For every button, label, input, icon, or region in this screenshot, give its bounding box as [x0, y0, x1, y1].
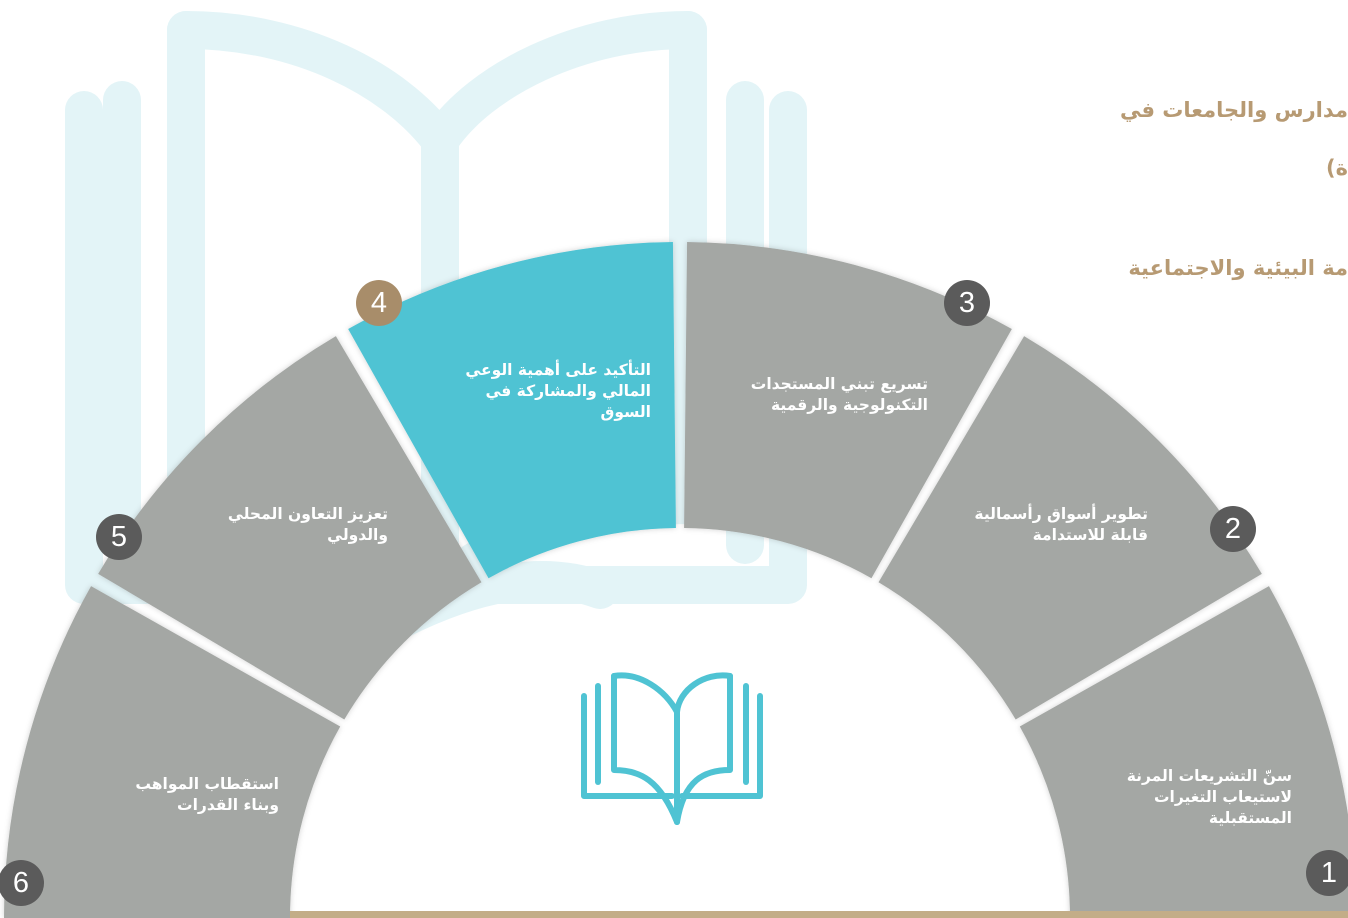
segment-label-1: سنّ التشريعات المرنة لاستيعاب التغيرات ا… [1127, 766, 1292, 829]
ring-segment-2 [878, 336, 1262, 720]
segment-number-badge-4: 4 [356, 280, 402, 326]
segment-label-3: تسريع تبني المستجدات التكنولوجية والرقمي… [751, 374, 928, 416]
segment-5-line-2: والدولي [327, 526, 388, 544]
segment-3-line-2: التكنولوجية والرقمية [770, 396, 928, 414]
segment-4-line-3: السوق [600, 403, 651, 421]
segment-4-line-2: المالي والمشاركة في [485, 382, 651, 400]
segment-number-badge-1: 1 [1306, 850, 1348, 896]
segment-2-line-2: قابلة للاستدامة [1032, 526, 1148, 544]
segment-4-line-1: التأكيد على أهمية الوعي [465, 361, 651, 379]
background-text-line-3: مة البيئية والاجتماعية [1128, 256, 1348, 280]
segment-label-2: تطوير أسواق رأسمالية قابلة للاستدامة [974, 504, 1148, 546]
segment-1-line-2: لاستيعاب التغيرات [1153, 788, 1292, 806]
segment-number-badge-2: 2 [1210, 506, 1256, 552]
segment-5-line-1: تعزيز التعاون المحلي [227, 505, 388, 523]
segment-3-line-1: تسريع تبني المستجدات [750, 375, 928, 393]
segment-number-badge-5: 5 [96, 514, 142, 560]
segment-1-line-1: سنّ التشريعات المرنة [1126, 767, 1292, 785]
ring-segment-1 [1019, 586, 1348, 918]
background-text-line-1: مدارس والجامعات في [1119, 98, 1348, 122]
segment-number-badge-6: 6 [0, 860, 44, 906]
ring-segment-3 [684, 242, 1012, 579]
segment-label-5: تعزيز التعاون المحلي والدولي [228, 504, 388, 546]
segment-2-line-1: تطوير أسواق رأسمالية [974, 505, 1148, 523]
segment-number-badge-3: 3 [944, 280, 990, 326]
segment-label-4: التأكيد على أهمية الوعي المالي والمشاركة… [465, 360, 651, 423]
segment-label-6: استقطاب المواهب وبناء القدرات [135, 774, 279, 816]
bottom-accent-bar [290, 911, 1348, 918]
segment-6-line-2: وبناء القدرات [177, 796, 279, 814]
segment-1-line-3: المستقبلية [1208, 809, 1292, 827]
ring-segment-5 [98, 336, 482, 720]
background-text-line-2: ة) [1326, 156, 1348, 180]
segment-6-line-1: استقطاب المواهب [135, 775, 279, 793]
ring-segment-6 [4, 586, 341, 918]
ring-segment-4 [348, 242, 676, 579]
